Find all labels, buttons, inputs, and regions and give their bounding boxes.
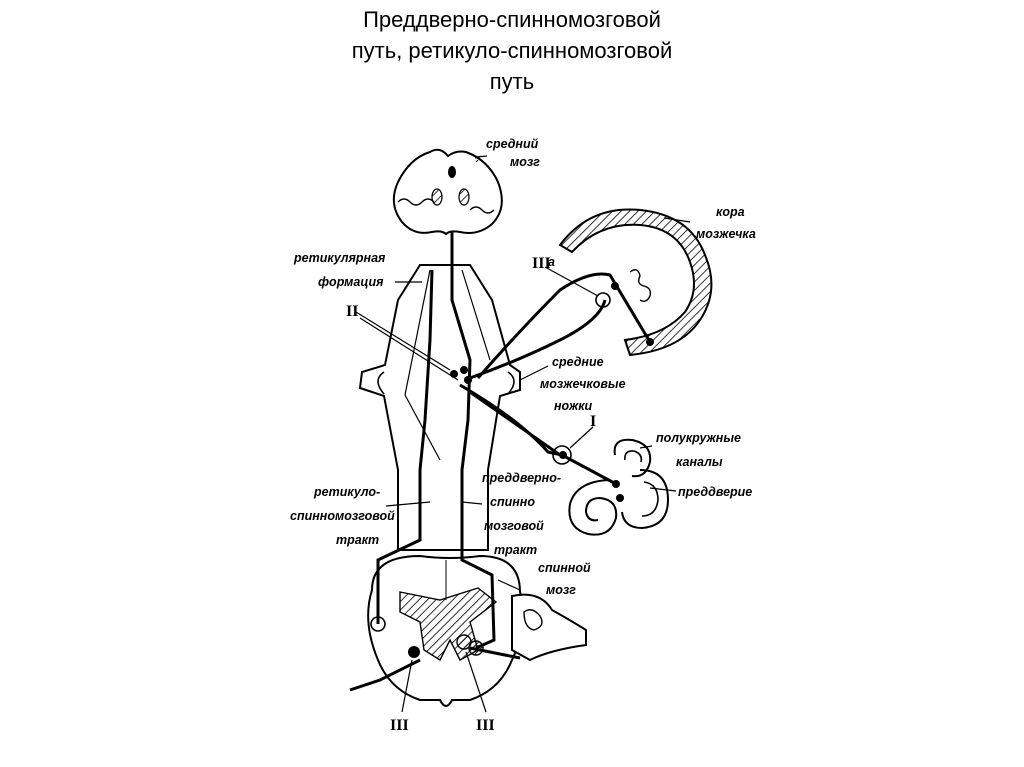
cerebellar-cortex — [560, 209, 711, 355]
label-cortex-1: кора — [716, 205, 745, 219]
label-roman-III-left: III — [390, 717, 409, 734]
label-canals-1: полукружные — [656, 431, 741, 445]
label-vestibule: преддверие — [678, 485, 752, 499]
label-midbrain-2: мозг — [510, 155, 540, 169]
label-peduncles-2: мозжечковые — [540, 377, 626, 391]
label-reticulospinal-2: спинномозговой — [290, 509, 395, 523]
label-reticulospinal-3: тракт — [336, 533, 379, 547]
label-cortex-2: мозжечка — [696, 227, 756, 241]
label-vestibulospinal-3: мозговой — [484, 519, 544, 533]
label-reticular-1: ретикулярная — [293, 251, 386, 265]
label-roman-I: I — [590, 413, 596, 430]
label-peduncles-3: ножки — [554, 399, 593, 413]
label-canals-2: каналы — [676, 455, 723, 469]
label-roman-III-right: III — [476, 717, 495, 734]
label-spinal-2: мозг — [546, 583, 576, 597]
label-vestibulospinal-4: тракт — [494, 543, 537, 557]
label-roman-IIIa-suffix: а — [548, 255, 555, 269]
label-peduncles-1: средние — [552, 355, 604, 369]
label-roman-II: II — [346, 303, 358, 320]
label-reticulospinal-1: ретикуло- — [313, 485, 380, 499]
midbrain — [394, 150, 502, 234]
label-reticular-2: формация — [318, 275, 384, 289]
label-vestibulospinal-1: преддверно- — [482, 471, 561, 485]
inner-ear — [553, 440, 668, 535]
label-midbrain-1: средний — [486, 137, 539, 151]
label-spinal-1: спинной — [538, 561, 591, 575]
label-vestibulospinal-2: спинно — [490, 495, 535, 509]
